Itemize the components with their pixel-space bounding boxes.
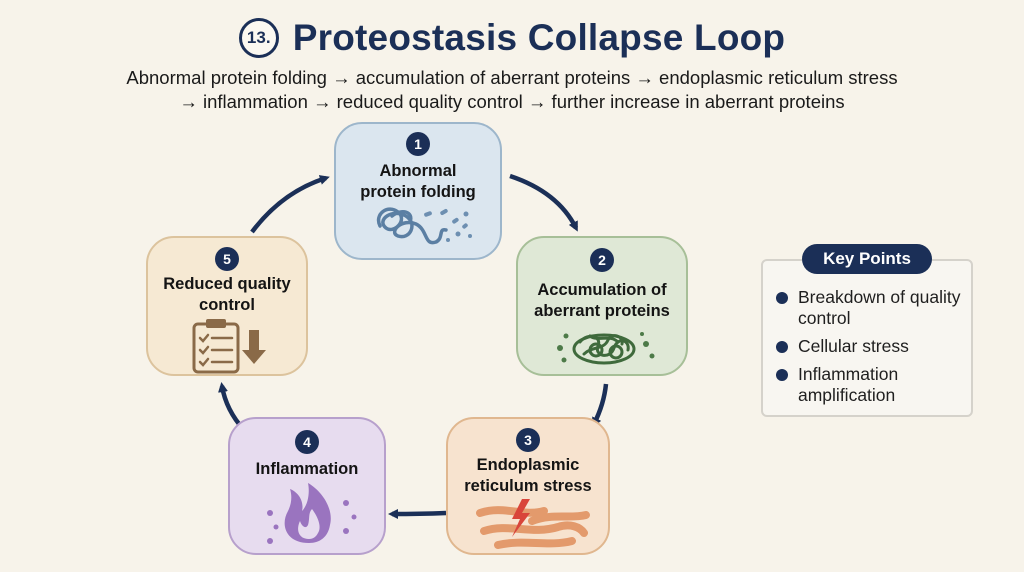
bullet-icon <box>776 292 788 304</box>
step-number-badge: 4 <box>295 430 319 454</box>
arrow-5-to-1 <box>250 175 330 234</box>
page-title: Proteostasis Collapse Loop <box>292 17 786 58</box>
subtitle-line-2: → inflammation → reduced quality control… <box>179 91 845 112</box>
title-number-badge: 13. <box>238 18 279 58</box>
node-label-line: Reduced quality <box>163 275 291 293</box>
step-number-badge: 1 <box>406 132 430 156</box>
step-number-badge: 3 <box>516 428 540 452</box>
node-label-line: Endoplasmic <box>476 456 580 474</box>
step-number-badge: 5 <box>215 247 239 271</box>
arrow-1-to-2 <box>509 173 579 232</box>
list-item: Breakdown of quality control <box>776 287 966 329</box>
arrow-3-to-4 <box>388 508 447 519</box>
subtitle-line-1: Abnormal protein folding → accumulation … <box>126 67 898 88</box>
tangled-protein-icon <box>376 207 472 245</box>
key-point-text: Breakdown of quality control <box>798 287 961 328</box>
arrow-2-to-3 <box>591 383 609 428</box>
arrow-down-icon <box>242 330 266 364</box>
cycle-node-abnormal-protein-folding: 1 Abnormal protein folding <box>334 122 502 260</box>
node-label-line: Inflammation <box>255 460 359 478</box>
cycle-node-endoplasmic-reticulum-stress: 3 Endoplasmic reticulum stress <box>446 417 610 555</box>
cycle-node-accumulation-of-aberrant-proteins: 2 Accumulation of aberrant proteins <box>516 236 688 376</box>
protein-aggregate-icon <box>557 332 655 365</box>
cycle-node-reduced-quality-control: 5 Reduced quality control <box>146 236 308 376</box>
title-row: 13. Proteostasis Collapse Loop <box>0 12 1024 64</box>
key-points-panel <box>761 259 973 417</box>
er-stress-icon <box>476 499 590 549</box>
node-label-line: Accumulation of <box>537 281 667 299</box>
list-item: Cellular stress <box>776 336 966 357</box>
key-points-list: Breakdown of quality control Cellular st… <box>776 287 966 413</box>
node-label-line: aberrant proteins <box>534 302 670 320</box>
bullet-icon <box>776 369 788 381</box>
cycle-node-inflammation: 4 Inflammation <box>228 417 386 555</box>
list-item: Inflammation amplification <box>776 364 966 406</box>
bullet-icon <box>776 341 788 353</box>
lightning-icon <box>512 499 530 537</box>
clipboard-down-icon <box>192 319 266 374</box>
flame-icon <box>267 483 357 544</box>
node-label-line: control <box>199 296 255 314</box>
key-points-title: Key Points <box>802 244 932 274</box>
key-point-text: Cellular stress <box>798 336 909 356</box>
node-label-line: protein folding <box>360 183 476 201</box>
node-label-line: reticulum stress <box>464 477 592 495</box>
step-number-badge: 2 <box>590 248 614 272</box>
node-label-line: Abnormal <box>379 162 457 180</box>
key-point-text: Inflammation amplification <box>798 364 899 405</box>
